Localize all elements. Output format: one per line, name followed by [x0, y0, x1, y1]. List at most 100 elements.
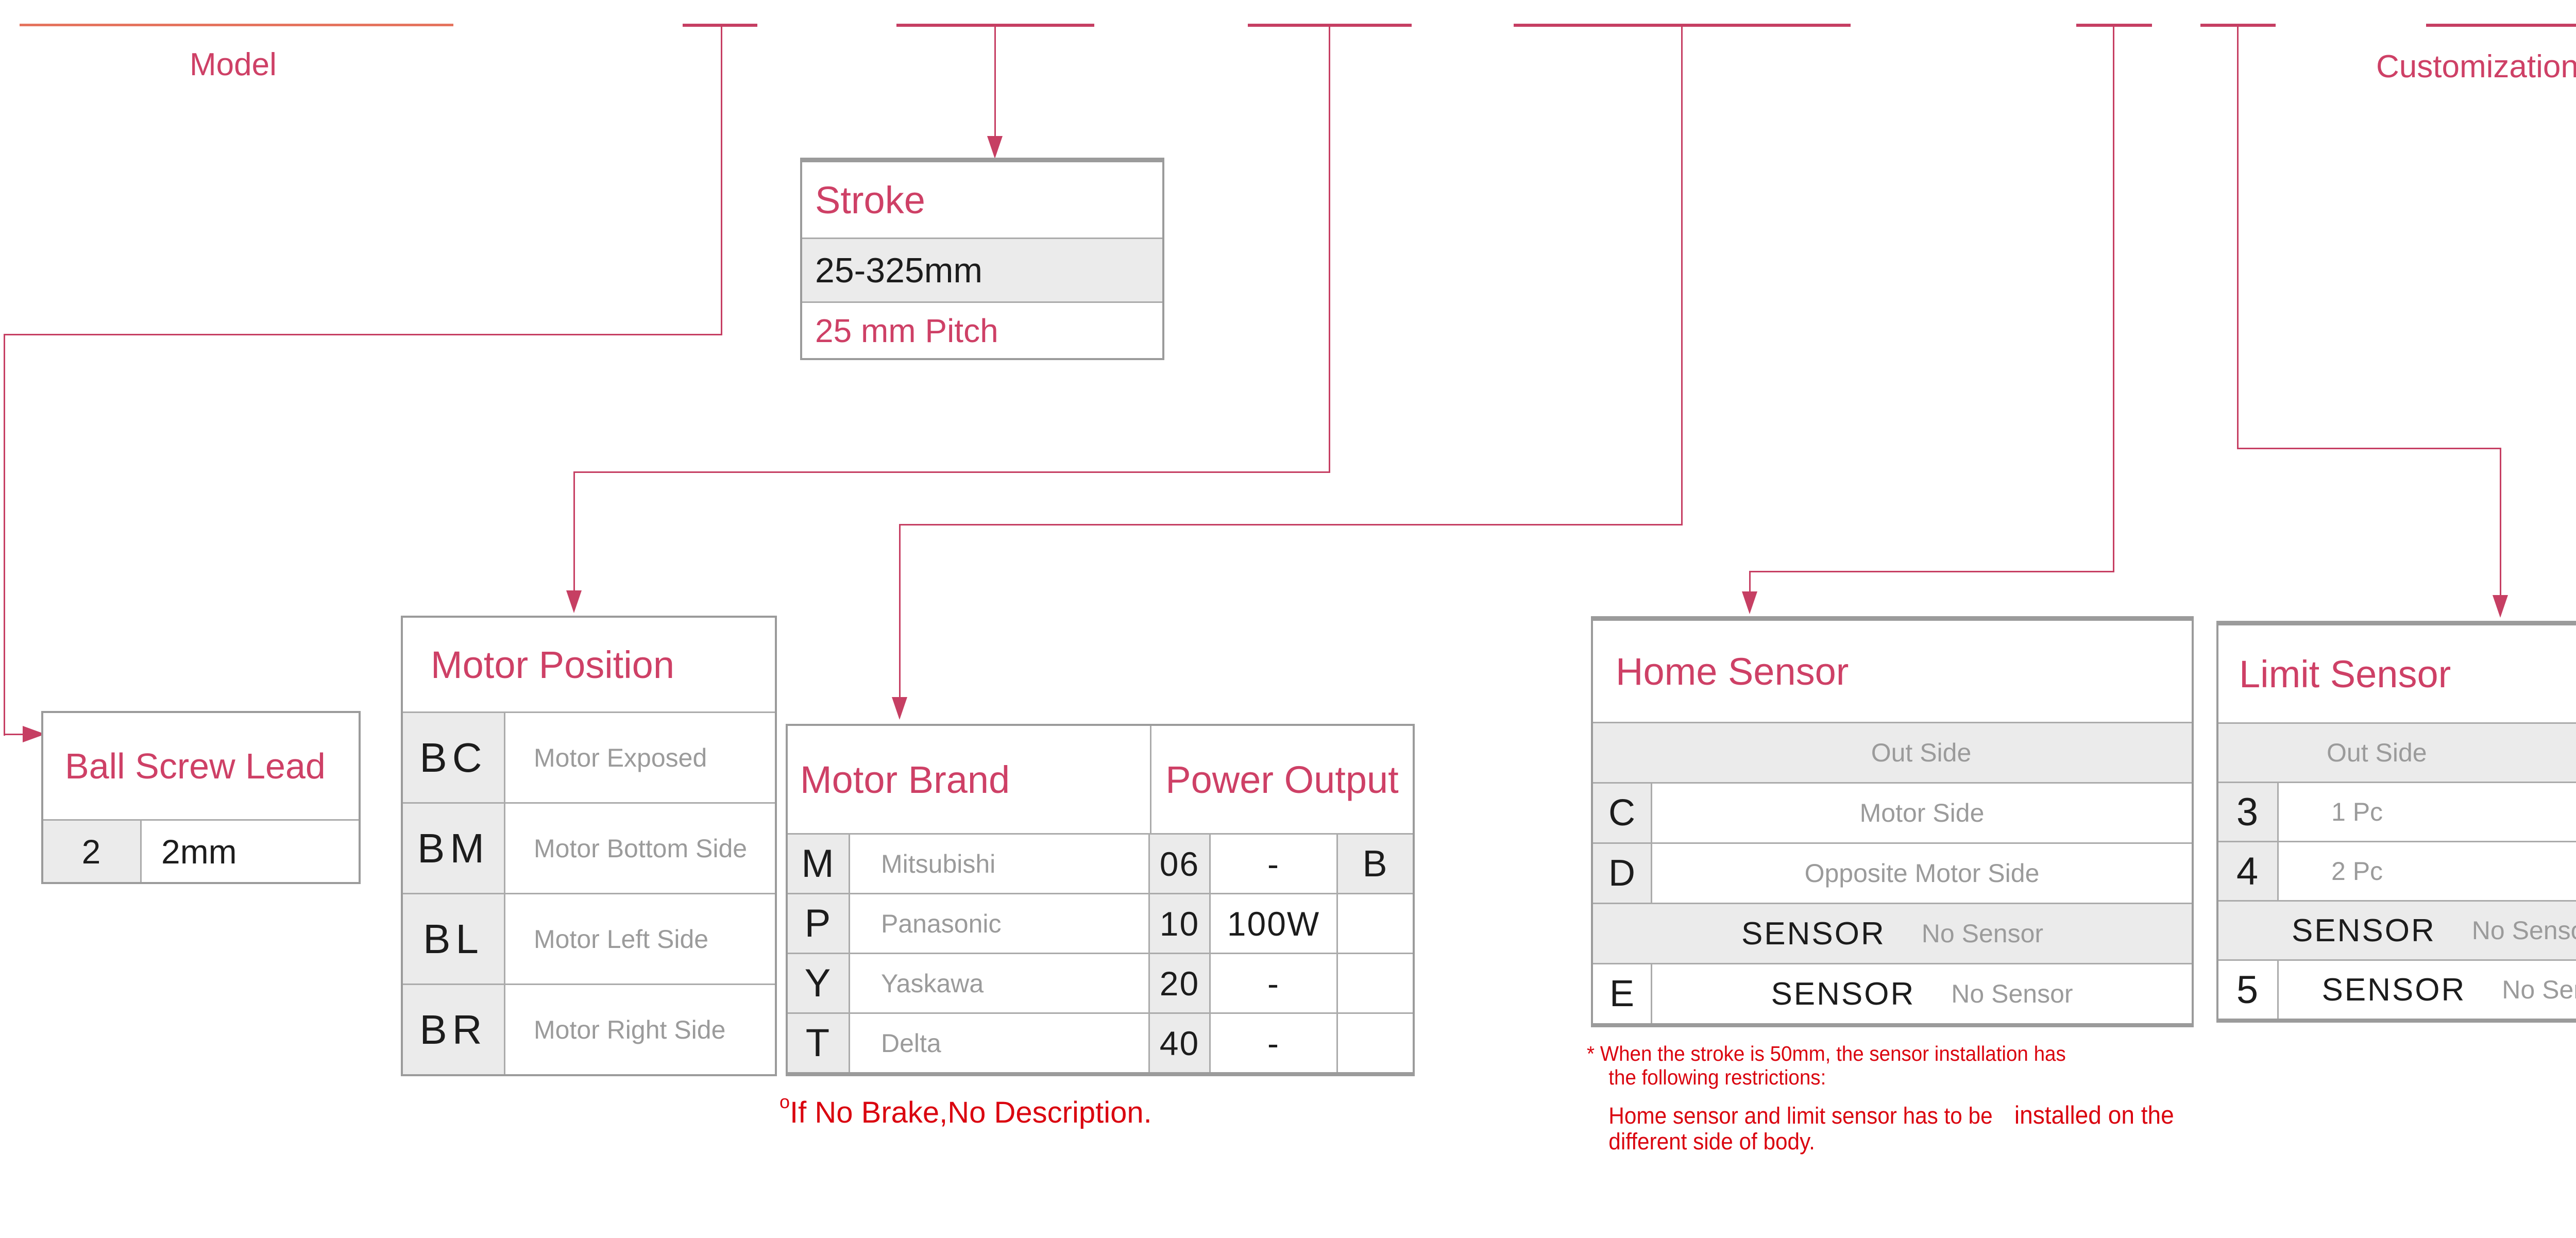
table-row: BR Motor Right Side: [403, 983, 775, 1074]
motor-brand-arrow-icon: [892, 697, 907, 720]
customization-order-label: Customization Order No.: [2376, 49, 2576, 84]
motor-brand-name: Mitsubishi: [849, 835, 1148, 893]
motor-position-connector-line: [1329, 25, 1330, 473]
table-row: T Delta 40 -: [788, 1012, 1413, 1072]
home-sensor-out-side: Out Side: [1871, 738, 1972, 767]
table-row: 3 1 Pc: [2218, 782, 2576, 841]
limit-sensor-table: Limit Sensor Out Side 3 1 Pc 4 2 Pc SENS…: [2216, 621, 2576, 1023]
table-row: BM Motor Bottom Side: [403, 802, 775, 893]
motor-brand-connector-line: [899, 524, 901, 699]
table-row: E SENSOR No Sensor: [1593, 963, 2192, 1023]
power-code: 06: [1148, 835, 1209, 893]
motor-brand-name: Delta: [849, 1014, 1148, 1072]
home-sensor-connector-line: [1749, 571, 2114, 572]
stroke-range: 25-325mm: [815, 250, 983, 290]
brake-footnote-mark: o: [779, 1091, 790, 1112]
motor-brand-code: P: [788, 894, 849, 953]
home-sensor-table: Home Sensor Out Side C Motor Side D Oppo…: [1591, 616, 2194, 1027]
limit-five-sensor-label: No Sensor: [2502, 975, 2576, 1004]
table-row: BC Motor Exposed: [403, 711, 775, 802]
limit-sensor-label: 1 Pc: [2277, 783, 2576, 841]
limit-sensor-out-side: Out Side: [2327, 738, 2427, 767]
stroke-table: Stroke 25-325mm 25 mm Pitch: [800, 158, 1164, 360]
limit-sensor-title: Limit Sensor: [2239, 652, 2451, 696]
power-code: 40: [1148, 1014, 1209, 1072]
motor-brand-name: Panasonic: [849, 894, 1148, 953]
power-output-title: Power Output: [1150, 726, 1413, 833]
motor-position-label: Motor Bottom Side: [504, 804, 775, 893]
limit-sensor-code: 4: [2218, 842, 2277, 900]
motor-brand-code: T: [788, 1014, 849, 1072]
brake-code: [1336, 1014, 1413, 1072]
home-sensor-label: Opposite Motor Side: [1651, 844, 2192, 903]
limit-sensor-arrow-icon: [2493, 595, 2508, 618]
motor-brand-connector-line: [1681, 25, 1683, 525]
limit-sensor-code: 5: [2236, 968, 2260, 1012]
motor-brand-code: M: [788, 835, 849, 893]
home-no-sensor-label: No Sensor: [1921, 919, 2044, 948]
motor-position-table: Motor Position BC Motor Exposed BM Motor…: [401, 616, 777, 1076]
model-underline: [20, 24, 453, 26]
home-sensor-label: Motor Side: [1651, 784, 2192, 842]
motor-position-label: Motor Exposed: [504, 713, 775, 802]
brake-code: [1336, 954, 1413, 1012]
ball-screw-lead-value: 2mm: [140, 821, 359, 882]
home-e-sensor-label: No Sensor: [1951, 979, 2073, 1008]
power-value: -: [1209, 1014, 1336, 1072]
ball-screw-connector-line: [4, 334, 5, 736]
footnote-line-4: different side of body.: [1608, 1128, 1815, 1155]
motor-position-title: Motor Position: [431, 643, 674, 686]
brake-footnote: oIf No Brake,No Description.: [779, 1091, 1152, 1130]
table-row: C Motor Side: [1593, 782, 2192, 842]
table-row: SENSOR No Sensor: [2218, 900, 2576, 959]
brake-footnote-text: If No Brake,No Description.: [790, 1096, 1152, 1129]
limit-sensor-connector-line: [2237, 25, 2239, 449]
ball-screw-lead-tick: [683, 24, 757, 27]
motor-position-connector-line: [573, 471, 1330, 473]
motor-position-label: Motor Left Side: [504, 894, 775, 983]
asterisk-mark: *: [1587, 1042, 1595, 1065]
motor-position-code: BC: [403, 713, 504, 802]
ball-screw-connector-line: [4, 334, 722, 335]
table-row: Y Yaskawa 20 -: [788, 953, 1413, 1012]
limit-sensor-code: 3: [2218, 783, 2277, 841]
table-row: D Opposite Motor Side: [1593, 842, 2192, 903]
home-sensor-code: D: [1593, 844, 1651, 903]
limit-sensor-connector-line: [2237, 448, 2501, 449]
sensor-restriction-footnote: * When the stroke is 50mm, the sensor in…: [1587, 1042, 2174, 1155]
table-row: P Panasonic 10 100W: [788, 893, 1413, 953]
motor-brand-connector-line: [899, 524, 1683, 525]
stroke-arrow-icon: [987, 136, 1003, 159]
home-sensor-connector-line: [1749, 571, 1751, 593]
power-value: -: [1209, 835, 1336, 893]
power-value: -: [1209, 954, 1336, 1012]
power-code: 10: [1148, 894, 1209, 953]
footnote-line-2: the following restrictions:: [1608, 1065, 1826, 1089]
table-row: SENSOR No Sensor: [1593, 903, 2192, 963]
table-row: BL Motor Left Side: [403, 893, 775, 983]
ball-screw-connector-line: [4, 734, 23, 735]
stroke-title: Stroke: [815, 178, 925, 222]
motor-brand-title: Motor Brand: [800, 758, 1010, 801]
motor-position-connector-line: [573, 471, 575, 592]
ball-screw-lead-title: Ball Screw Lead: [65, 746, 326, 786]
table-row: M Mitsubishi 06 - B: [788, 833, 1413, 893]
customization-underline: [2426, 24, 2576, 27]
home-sensor-code: C: [1593, 784, 1651, 842]
motor-position-arrow-icon: [566, 590, 582, 613]
home-sensor-arrow-icon: [1742, 591, 1757, 614]
motor-position-code: BM: [403, 804, 504, 893]
power-value: 100W: [1209, 894, 1336, 953]
home-sensor-title: Home Sensor: [1616, 650, 1849, 693]
motor-position-code: BL: [403, 894, 504, 983]
power-code: 20: [1148, 954, 1209, 1012]
limit-sensor-connector-line: [2500, 448, 2501, 597]
motor-brand-code: Y: [788, 954, 849, 1012]
stroke-pitch: 25 mm Pitch: [815, 312, 998, 349]
motor-position-code: BR: [403, 985, 504, 1074]
table-row: 4 2 Pc: [2218, 841, 2576, 900]
table-row: 5 SENSOR No Sensor: [2218, 959, 2576, 1019]
motor-position-label: Motor Right Side: [504, 985, 775, 1074]
home-no-sensor-code: SENSOR: [1741, 915, 1886, 952]
